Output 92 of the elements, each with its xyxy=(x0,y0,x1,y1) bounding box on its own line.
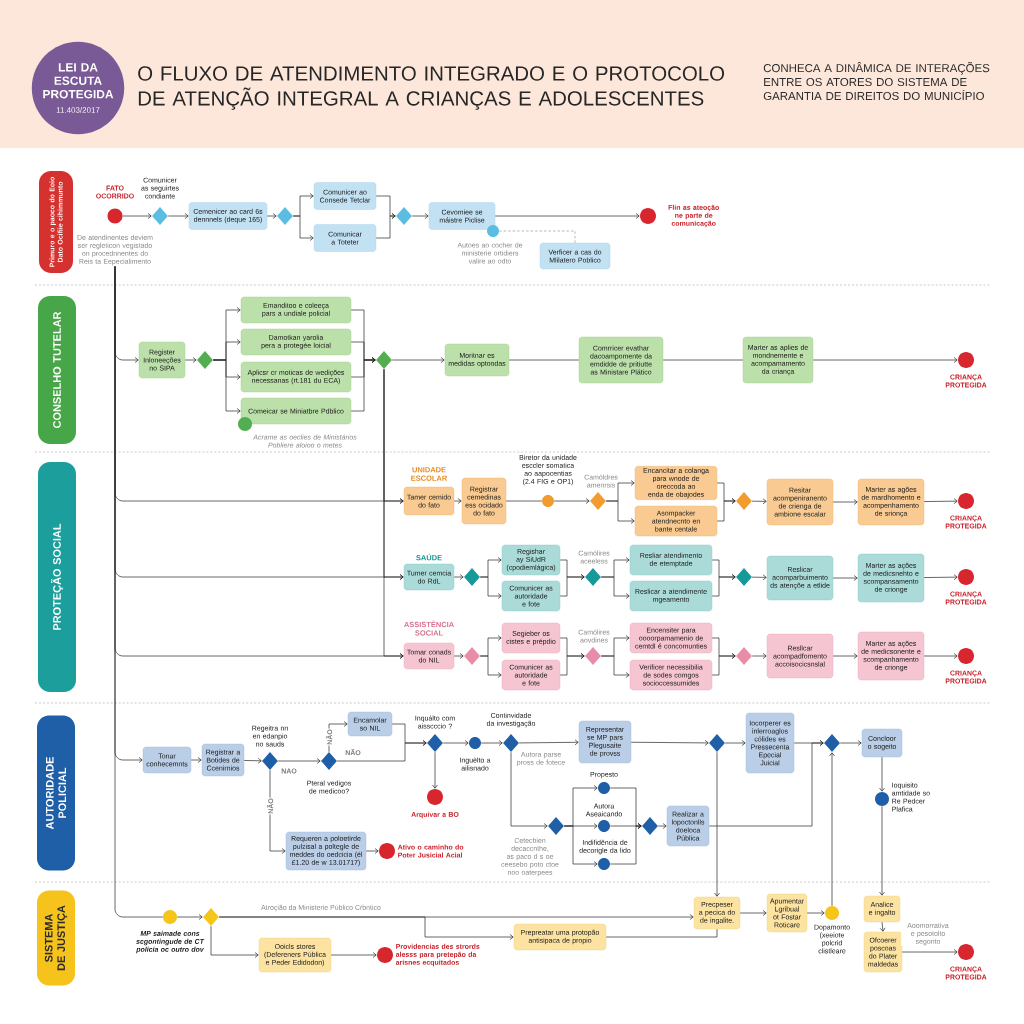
arrow xyxy=(328,721,348,753)
arrow xyxy=(167,213,189,219)
arrow xyxy=(630,740,709,746)
lane-label: CONSELHO TUTELAR xyxy=(38,296,76,444)
decision-diamond xyxy=(376,351,392,369)
decision-diamond xyxy=(464,647,480,665)
arrow xyxy=(879,805,885,896)
arrow xyxy=(190,757,202,763)
arrow xyxy=(923,574,958,580)
arrow xyxy=(292,215,314,241)
arrow xyxy=(518,739,579,746)
arrow xyxy=(266,213,277,219)
title: O FLUXO DE ATENDIMENTO INTEGRADO E O PROTOCOLO DE ATENÇÃO INTEGRAL A CRIANÇAS E ADOLESCENTES xyxy=(138,66,725,110)
arrow xyxy=(711,653,736,676)
decision-diamond xyxy=(824,734,840,752)
connector-line xyxy=(605,928,718,938)
arrow xyxy=(330,952,377,958)
decision-diamond xyxy=(464,568,480,586)
arrow xyxy=(218,916,514,940)
connector-line xyxy=(498,230,576,244)
arrow xyxy=(600,655,630,678)
arrow xyxy=(923,498,958,504)
arrow xyxy=(901,949,958,955)
arrow xyxy=(806,910,825,916)
arrow xyxy=(365,848,379,854)
arrow xyxy=(559,653,585,676)
arrow xyxy=(453,653,464,659)
connector-line xyxy=(508,359,580,361)
arrow xyxy=(494,213,640,219)
arrow xyxy=(708,740,824,827)
arrow xyxy=(751,574,767,581)
arrow xyxy=(839,740,862,746)
arrow xyxy=(563,825,598,867)
subtitle: CONHECA A DINÂMICA DE INTERAÇÕES ENTRE OS ATORES DO SISTEMA DE GARANTIA DE DIREITOS DO MUNICÍPIO xyxy=(763,61,990,101)
arrow xyxy=(812,357,958,363)
arrow xyxy=(716,498,736,522)
arrow xyxy=(829,752,835,907)
arrow xyxy=(832,499,858,505)
arrow xyxy=(479,576,502,599)
arrow xyxy=(832,575,858,581)
connector-line xyxy=(505,500,543,502)
arrow xyxy=(479,655,502,678)
arrow xyxy=(269,769,286,854)
arrow xyxy=(923,653,958,659)
decision-diamond xyxy=(197,351,213,369)
arrow xyxy=(391,357,445,363)
arrow xyxy=(243,757,262,764)
arrow xyxy=(711,574,736,597)
arrow xyxy=(751,498,767,505)
arrow xyxy=(724,740,746,746)
arrow xyxy=(879,756,885,792)
arrow xyxy=(832,653,858,659)
arrow xyxy=(122,213,152,219)
arrow xyxy=(350,357,376,412)
arrow xyxy=(383,368,404,659)
decision-diamond xyxy=(736,568,752,586)
arrow xyxy=(553,498,590,504)
connector-line xyxy=(114,266,164,918)
arrow xyxy=(559,574,585,597)
decision-diamond xyxy=(642,817,658,835)
arrow xyxy=(411,213,429,219)
arrow xyxy=(879,921,886,932)
lane-label: AUTORIDADE POLICIAL xyxy=(37,715,75,871)
lane-label: SISTEMA DE JUSTIÇA xyxy=(37,890,75,986)
decision-diamond xyxy=(203,908,219,926)
decision-diamond xyxy=(736,492,752,510)
arrow xyxy=(453,574,464,580)
arrow xyxy=(277,758,321,764)
arrow xyxy=(176,914,203,920)
arrow xyxy=(453,498,462,504)
arrow xyxy=(510,751,548,829)
arrow xyxy=(739,910,767,916)
arrow xyxy=(714,751,720,897)
arrow xyxy=(751,653,767,659)
decision-diamond xyxy=(396,207,412,225)
decision-diamond xyxy=(736,647,752,665)
arrow xyxy=(210,925,259,958)
arrow xyxy=(184,357,197,363)
arrow xyxy=(442,740,469,746)
lane-label: PROTEÇÃO SOCIAL xyxy=(38,462,76,692)
arrow xyxy=(600,576,630,599)
arrow xyxy=(657,823,667,829)
arrow xyxy=(480,740,503,746)
arrow xyxy=(212,359,241,414)
arrow xyxy=(605,500,635,524)
arrow xyxy=(391,723,427,746)
arrow xyxy=(432,751,438,789)
connector-line xyxy=(662,359,744,361)
arrow xyxy=(375,213,396,239)
decision-diamond xyxy=(277,207,293,225)
arrow xyxy=(609,823,642,865)
decision-diamond xyxy=(709,734,725,752)
